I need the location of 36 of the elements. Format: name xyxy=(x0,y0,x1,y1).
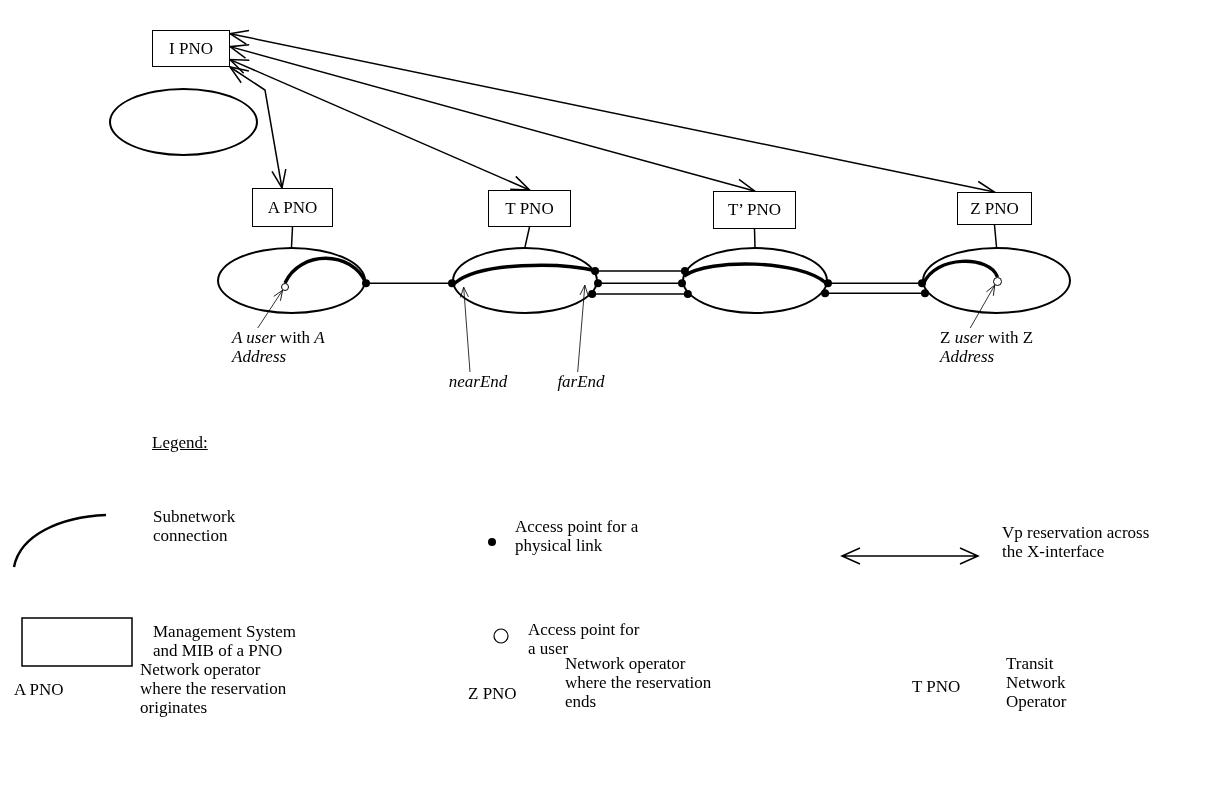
management-system-box: I PNO xyxy=(152,30,230,67)
abbreviation: Z PNO xyxy=(468,684,517,703)
physical-link xyxy=(594,279,686,288)
management-system-box: A PNO xyxy=(252,188,333,227)
legend-text: Management System and MIB of a PNO xyxy=(153,622,298,660)
network-ellipse xyxy=(217,247,366,314)
legend-text: Access point for a physical link xyxy=(515,517,640,555)
physical-link xyxy=(591,267,689,276)
network-ellipse xyxy=(922,247,1071,314)
network-ellipse xyxy=(682,247,828,314)
access-point-circle xyxy=(281,283,289,291)
access-point-circle xyxy=(993,277,1002,286)
physical-link xyxy=(824,279,926,288)
physical-link xyxy=(588,289,692,298)
connector-line xyxy=(993,224,998,248)
connector-line xyxy=(753,228,756,248)
management-system-box: Z PNO xyxy=(957,192,1032,225)
network-ellipse xyxy=(452,247,598,314)
subnetwork-connection xyxy=(283,256,368,284)
physical-link xyxy=(821,289,929,298)
double-arrow xyxy=(229,66,287,189)
physical-link xyxy=(362,279,456,288)
legend-text: Vp reservation across the X-interface xyxy=(1002,523,1151,561)
management-system-box: T’ PNO xyxy=(713,191,796,229)
double-arrow xyxy=(229,58,531,191)
legend-heading: Legend: xyxy=(152,433,208,452)
legend-text: Subnetwork connection xyxy=(153,507,237,545)
connector-line xyxy=(524,226,531,248)
abbreviation: A PNO xyxy=(14,680,64,699)
management-system-box: T PNO xyxy=(488,190,571,227)
abbreviation: T PNO xyxy=(912,677,961,696)
connector-line xyxy=(290,226,294,248)
abbreviation-description: Network operator where the reservation originates xyxy=(140,660,288,717)
network-ellipse xyxy=(109,88,258,156)
subnetwork-connection xyxy=(922,259,999,285)
abbreviation-description: Transit Network Operator xyxy=(1006,654,1068,711)
